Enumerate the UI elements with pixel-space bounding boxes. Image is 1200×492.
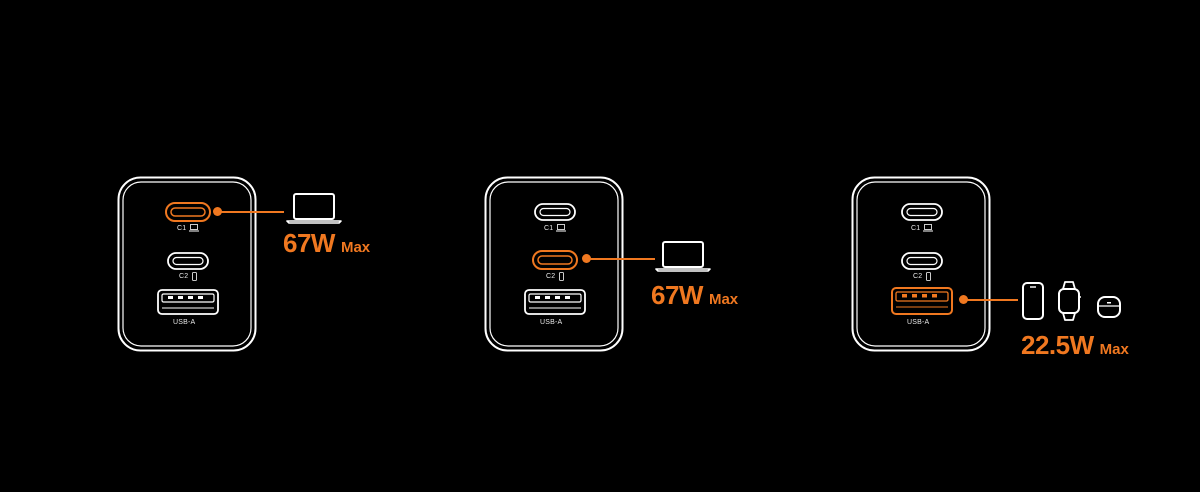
usb-a-port — [157, 289, 219, 315]
port-label-c2: C2 — [179, 273, 189, 280]
port-label-c1: C1 — [544, 225, 554, 232]
charger-face-1: C1 C2 USB-A — [117, 176, 257, 352]
phone-small-icon — [559, 272, 564, 281]
laptop-small-icon — [189, 224, 199, 232]
charger-outline — [851, 176, 991, 352]
charger-face-2: C1 C2 USB-A — [484, 176, 624, 352]
port-label-usba: USB-A — [907, 319, 930, 326]
port-label-usba: USB-A — [173, 319, 196, 326]
power-value: 67W — [283, 228, 335, 258]
connector-line — [220, 211, 284, 213]
power-value: 22.5W — [1021, 330, 1094, 360]
port-label-c2: C2 — [546, 273, 556, 280]
usb-c-port-c1 — [165, 202, 211, 222]
port-label-c1: C1 — [911, 225, 921, 232]
earbuds-case-icon — [1097, 296, 1121, 318]
phone-small-icon — [926, 272, 931, 281]
max-label: Max — [708, 291, 739, 308]
port-label-usba: USB-A — [540, 319, 563, 326]
charger-face-3: C1 C2 USB-A — [851, 176, 991, 352]
phone-icon — [1022, 282, 1044, 320]
usb-a-port — [524, 289, 586, 315]
power-rating-1: 67W Max — [283, 228, 370, 259]
laptop-icon — [286, 193, 342, 224]
connector-dot — [213, 207, 222, 216]
connector-line — [966, 299, 1018, 301]
usb-c-port-c2 — [532, 250, 578, 270]
connector-dot — [582, 254, 591, 263]
charger-outline — [484, 176, 624, 352]
port-label-c1: C1 — [177, 225, 187, 232]
smartwatch-icon — [1058, 281, 1081, 321]
max-label: Max — [1099, 341, 1129, 358]
laptop-small-icon — [923, 224, 933, 232]
usb-a-port — [891, 287, 953, 315]
connector-dot — [959, 295, 968, 304]
power-value: 67W — [651, 280, 703, 310]
phone-small-icon — [192, 272, 197, 281]
laptop-small-icon — [556, 224, 566, 232]
usb-c-port-c2 — [167, 252, 209, 270]
usb-c-port-c2 — [901, 252, 943, 270]
port-label-c2: C2 — [913, 273, 923, 280]
connector-line — [589, 258, 655, 260]
usb-c-port-c1 — [534, 203, 576, 221]
laptop-icon — [655, 241, 711, 272]
power-rating-2: 67W Max — [651, 280, 738, 311]
max-label: Max — [340, 239, 371, 256]
usb-c-port-c1 — [901, 203, 943, 221]
power-rating-3: 22.5W Max — [1021, 330, 1129, 361]
charger-outline — [117, 176, 257, 352]
